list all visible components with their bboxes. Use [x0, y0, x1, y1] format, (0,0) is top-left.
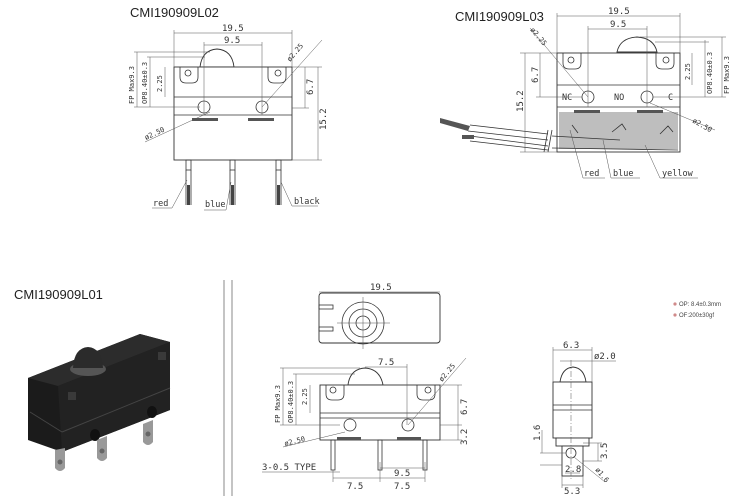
l03-dim-width: 19.5 — [608, 7, 630, 17]
l03-contact-no: NO — [614, 93, 624, 103]
l02-dim-hole-dia2: ø2.50 — [143, 126, 165, 142]
bullet-icon — [673, 302, 677, 306]
l02-plunger — [199, 48, 235, 68]
l02-wire-black: black — [294, 197, 320, 207]
l03-dim-fp: FP Max9.3 — [723, 56, 731, 94]
l03-dim-plunger: 2.25 — [684, 63, 692, 80]
l02-dim-hole-height: 6.7 — [306, 79, 316, 95]
l03-wire-yellow: yellow — [662, 169, 694, 179]
l01-dim-pitch-a: 7.5 — [347, 482, 363, 492]
l03-contact-c: C — [668, 93, 673, 103]
l03-plunger — [616, 36, 658, 53]
l01-dim-op: OP8.40±0.3 — [287, 381, 295, 423]
l02-dim-width: 19.5 — [222, 24, 244, 34]
l01-product-section: CMI190909L01 — [14, 280, 233, 496]
l02-dim-height: 15.2 — [319, 108, 329, 130]
spec-notes: OP: 8.4±0.3mm OF:200±30gf — [673, 302, 721, 319]
l02-dim-op: OP8.40±0.3 — [141, 62, 149, 104]
l01-dim-terminal-height: 3.2 — [460, 429, 470, 445]
l01-side-dim-offset: 1.6 — [533, 425, 543, 441]
l02-wire-blue: blue — [205, 200, 225, 210]
l03-potting — [559, 112, 678, 149]
l02-wire-red: red — [153, 199, 168, 209]
l01-side-view: 6.3 ø2.0 1.6 3.5 2.8 5.3 ø1.6 — [533, 341, 616, 496]
l03-dim-height: 15.2 — [516, 90, 526, 112]
l02-body — [173, 66, 293, 161]
l01-dim-pitch: 9.5 — [394, 469, 410, 479]
l03-dim-op: OP8.40±0.3 — [706, 52, 714, 94]
l01-dim-hole-height: 6.7 — [460, 399, 470, 415]
l03-dim-hole-dia: ø2.25 — [528, 26, 548, 47]
l01-side-dim-terminal-len: 3.5 — [600, 443, 610, 459]
l03-dim-pitch: 9.5 — [610, 20, 626, 30]
l01-dim-fp: FP Max9.3 — [274, 385, 282, 423]
l01-dim-hole-dia2: ø2.50 — [284, 435, 306, 448]
l01-dim-terminal-type: 3-0.5 TYPE — [262, 463, 316, 473]
l02-dim-hole-dia: ø2.25 — [285, 42, 305, 63]
l02-dim-plunger: 2.25 — [156, 75, 164, 92]
l01-side-dim-plunger-dia: ø2.0 — [594, 352, 616, 362]
l02-dim-pitch: 9.5 — [224, 36, 240, 46]
l03-wire-blue: blue — [613, 169, 633, 179]
l01-dim-plunger-offset: 7.5 — [378, 358, 394, 368]
l03-wire-red: red — [584, 169, 599, 179]
l01-side-dim-terminal-hole: ø1.6 — [593, 466, 610, 484]
l01-dim-pitch-b: 7.5 — [394, 482, 410, 492]
note-of: OF:200±30gf — [679, 313, 714, 319]
l01-side-dim-hole-pos: 2.8 — [565, 465, 581, 475]
l01-dim-hole-dia: ø2.25 — [437, 362, 457, 383]
l01-side-dim-width: 6.3 — [563, 341, 579, 351]
bullet-icon — [673, 313, 677, 317]
drawing-l03: CMI190909L03 NC NO C red blue yellow — [440, 7, 731, 179]
l02-dim-fp: FP Max9.3 — [128, 66, 136, 104]
l01-dim-plunger: 2.25 — [301, 388, 309, 405]
l03-dim-hole-dia2: ø2.50 — [691, 117, 713, 134]
l01-title: CMI190909L01 — [14, 287, 103, 302]
l02-title: CMI190909L02 — [130, 5, 219, 20]
l01-front-view: 7.5 7.5 7.5 9.5 3-0.5 TYPE 6.7 3.2 2.25 … — [262, 357, 470, 492]
l01-top-dim-width: 19.5 — [370, 283, 392, 293]
l03-dim-hole-height: 6.7 — [531, 67, 541, 83]
l01-side-dim-terminal-width: 5.3 — [564, 487, 580, 496]
product-image — [28, 334, 171, 471]
l03-contact-nc: NC — [562, 93, 572, 103]
note-op: OP: 8.4±0.3mm — [679, 302, 721, 308]
drawing-l02: CMI190909L02 red blue black — [128, 5, 329, 211]
l03-title: CMI190909L03 — [455, 9, 544, 24]
l01-top-view: 19.5 — [318, 283, 441, 349]
